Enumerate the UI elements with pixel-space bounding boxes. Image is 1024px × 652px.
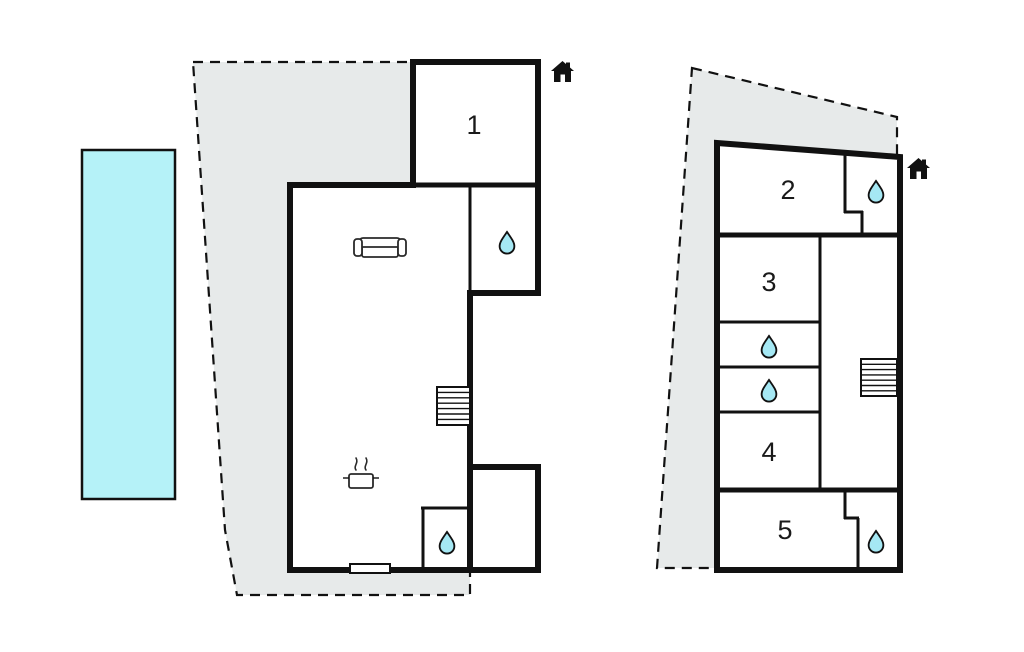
sofa-armrest [397, 238, 407, 257]
building-right: 2 3 4 5 [714, 139, 903, 573]
room-label: 2 [780, 175, 795, 205]
entrance-icon [907, 158, 930, 179]
room-label: 5 [777, 515, 792, 545]
room-label: 3 [761, 267, 776, 297]
room-label: 1 [466, 110, 481, 140]
water-drop-icon [438, 530, 456, 555]
stairs-icon [436, 386, 471, 426]
water-drop-icon [760, 334, 778, 359]
stairs-icon [860, 358, 898, 397]
sofa-back [358, 237, 402, 248]
pot-body [348, 473, 374, 489]
door [916, 171, 921, 179]
water-drop-icon [498, 230, 516, 255]
stairs-outline [436, 386, 471, 426]
steam-line [364, 457, 368, 471]
water-drop-icon [867, 179, 885, 204]
roof [907, 158, 930, 168]
water-drop-icon [867, 529, 885, 554]
entrance-icon [551, 61, 574, 82]
building-left: 1 [287, 59, 541, 574]
stairs-outline [860, 358, 898, 397]
sofa-armrest [353, 238, 363, 257]
swimming-pool [80, 148, 177, 501]
building-left-outline [287, 59, 541, 573]
roof [551, 61, 574, 71]
room-label: 4 [761, 437, 776, 467]
water-drop-icon [760, 378, 778, 403]
door [560, 74, 565, 82]
window [349, 563, 391, 574]
building-right-outline [714, 139, 903, 573]
sofa-icon [353, 237, 407, 258]
stove-icon [343, 457, 379, 489]
steam-line [354, 457, 358, 471]
